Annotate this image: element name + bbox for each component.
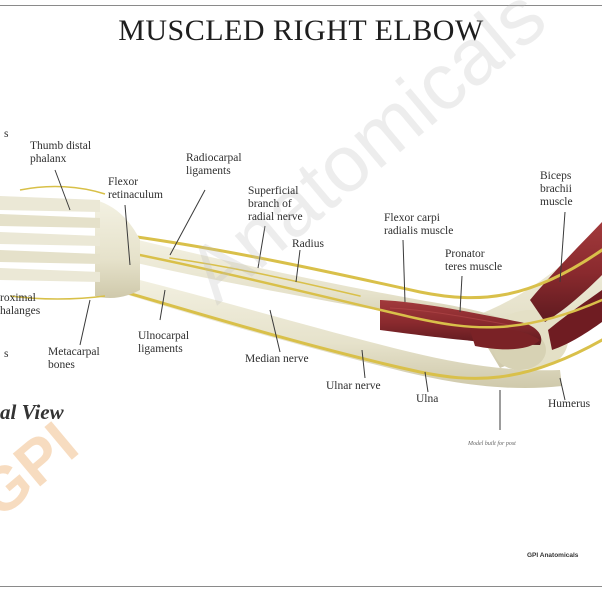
label-pronator-teres: Pronator teres muscle	[445, 248, 502, 274]
label-ulnocarpal-ligaments: Ulnocarpal ligaments	[138, 330, 189, 356]
label-proximal-phalanges: roximal halanges	[0, 292, 40, 318]
svg-text:GPI: GPI	[0, 409, 91, 531]
label-ulnar-nerve: Ulnar nerve	[326, 380, 381, 393]
watermark-logo: GPI	[0, 409, 91, 531]
label-superficial-branch-radial-nerve: Superficial branch of radial nerve	[248, 185, 303, 224]
label-humerus: Humerus	[548, 398, 590, 411]
model-note: Model built for post	[468, 441, 516, 447]
label-radius: Radius	[292, 238, 324, 251]
label-left-fragment: s	[4, 348, 8, 361]
label-biceps-brachii: Biceps brachii muscle	[540, 170, 573, 209]
label-top-left-fragment: s	[4, 128, 8, 141]
label-median-nerve: Median nerve	[245, 353, 309, 366]
label-thumb-distal-phalanx: Thumb distal phalanx	[30, 140, 91, 166]
label-radiocarpal-ligaments: Radiocarpal ligaments	[186, 152, 242, 178]
leader-lines	[55, 170, 565, 430]
label-ulna: Ulna	[416, 393, 438, 406]
hand-bones	[0, 187, 140, 299]
label-flexor-carpi-radialis: Flexor carpi radialis muscle	[384, 212, 453, 238]
view-label: al View	[0, 400, 64, 425]
label-metacarpal-bones: Metacarpal bones	[48, 346, 100, 372]
brand-footer: GPI Anatomicals	[527, 552, 578, 559]
label-flexor-retinaculum: Flexor retinaculum	[108, 176, 163, 202]
